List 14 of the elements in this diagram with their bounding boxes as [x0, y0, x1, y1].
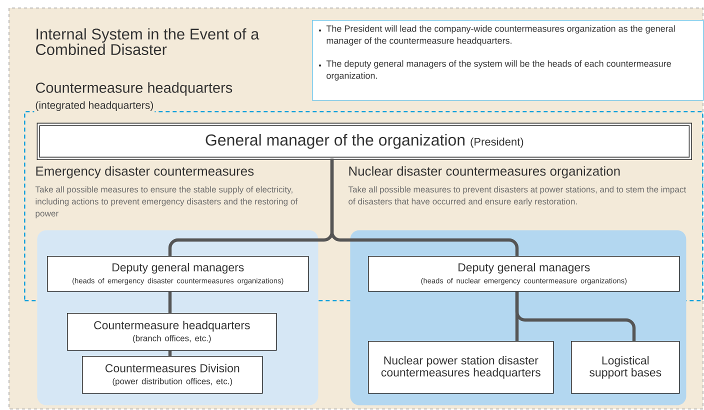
org-box: Logistical support bases [571, 341, 680, 394]
connector-line [168, 350, 172, 356]
org-box: Countermeasures Division (power distribution offices, etc.) [82, 356, 263, 394]
description-text: Take all possible measures to ensure the stable supply of electricity, including actions to prevent emergency disasters and the restoring of power [35, 186, 298, 218]
bullet-item: The President will lead the company-wide countermeasures organization as the general manager of the countermeasure headquarters. [318, 25, 675, 46]
region-subheading: (integrated headquarters) [34, 99, 155, 113]
org-box: Nuclear power station disaster countermeasures headquarters [368, 341, 554, 394]
bullet-item: The deputy general managers of the system will be the heads of each countermeasure organization. [318, 60, 671, 81]
title: Internal System in the Event of a Combined Disaster [36, 28, 260, 56]
org-box: Countermeasure headquarters (branch offices, etc.) [67, 313, 277, 351]
connector-line [168, 292, 172, 313]
description-text: Take all possible measures to prevent disasters at power stations, and to stem the impact of disasters that have occurred and ensure early restoration. [348, 186, 686, 206]
title-box: General manager of the organization (President) [36, 122, 692, 160]
region-heading: Countermeasure headquarters [36, 82, 232, 96]
